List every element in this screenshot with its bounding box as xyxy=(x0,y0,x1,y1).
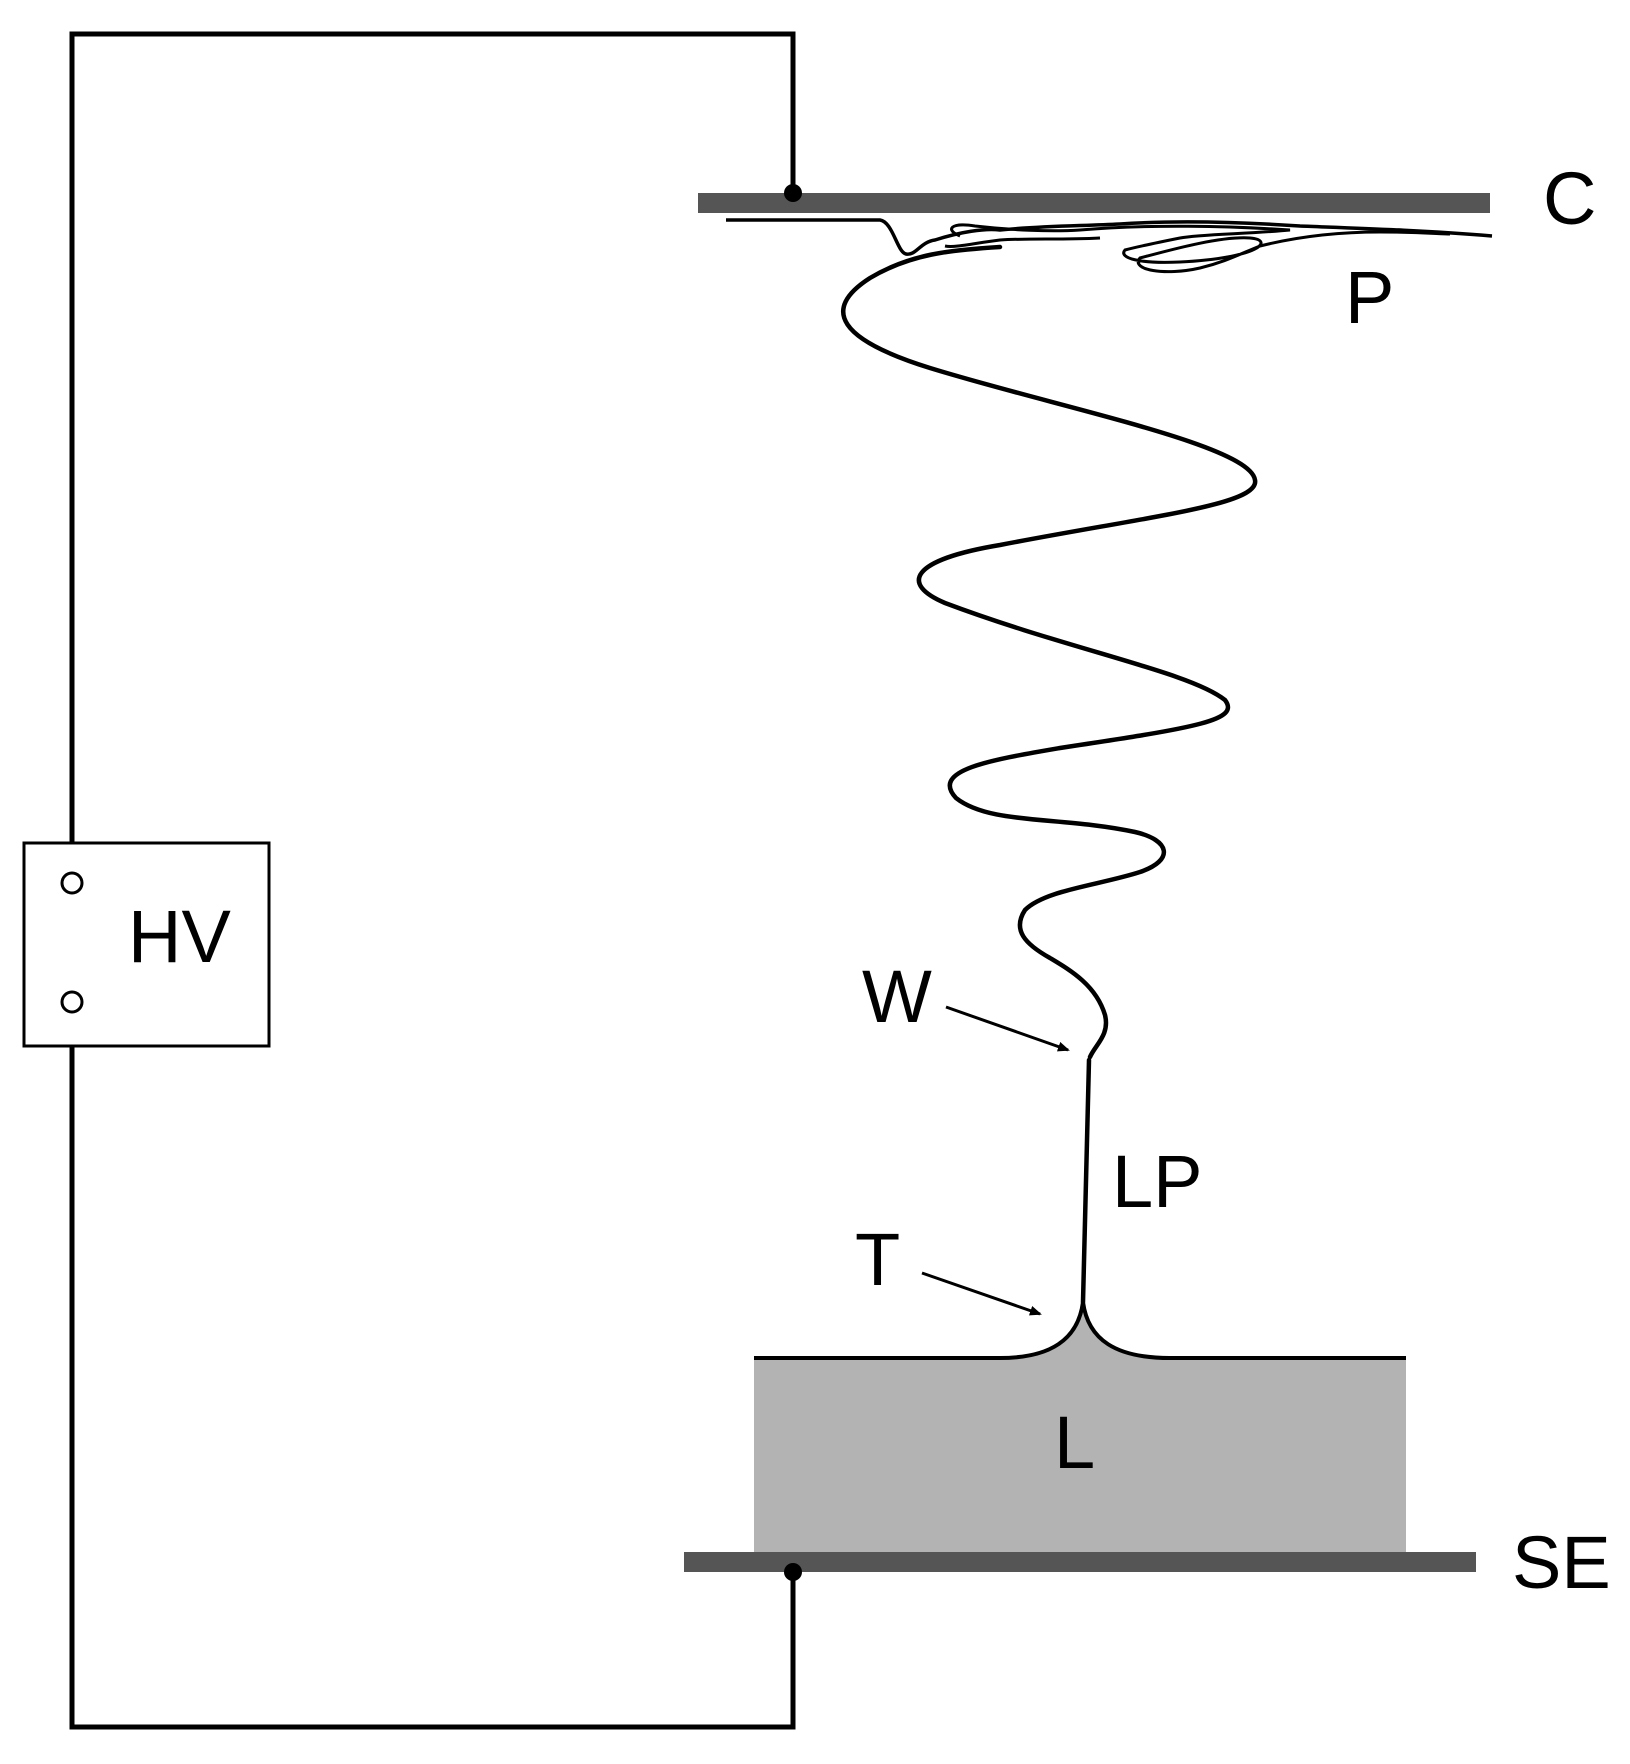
taylor-cone-arrow xyxy=(921,1271,1042,1316)
hv-label: HV xyxy=(128,895,231,978)
deposited-fibers-loops xyxy=(944,223,1451,274)
straight-jet-label: LP xyxy=(1112,1140,1203,1223)
collector-plate xyxy=(698,193,1490,213)
collector-label: C xyxy=(1543,157,1596,240)
liquid-label: L xyxy=(1054,1401,1095,1484)
circuit-wire-top xyxy=(69,31,796,870)
collector-junction xyxy=(784,184,802,202)
whipping-label: W xyxy=(862,955,932,1038)
product-label: P xyxy=(1345,256,1394,339)
liquid-reservoir xyxy=(754,1358,1406,1555)
taylor-cone-label: T xyxy=(855,1218,900,1301)
whipping-jet xyxy=(840,244,1258,1060)
hv-terminal-top xyxy=(60,871,84,895)
electrode-label: SE xyxy=(1512,1521,1611,1604)
taylor-cone-outline xyxy=(754,1301,1406,1360)
whipping-arrow xyxy=(945,1005,1070,1052)
straight-jet xyxy=(1080,1057,1092,1305)
taylor-cone-surface xyxy=(754,1302,1406,1358)
circuit-wire-bottom xyxy=(69,1000,796,1730)
hv-terminal-bottom xyxy=(60,990,84,1014)
electrode-junction xyxy=(784,1563,802,1581)
deposited-fibers xyxy=(726,218,1493,256)
spinneret-electrode-plate xyxy=(684,1552,1476,1572)
